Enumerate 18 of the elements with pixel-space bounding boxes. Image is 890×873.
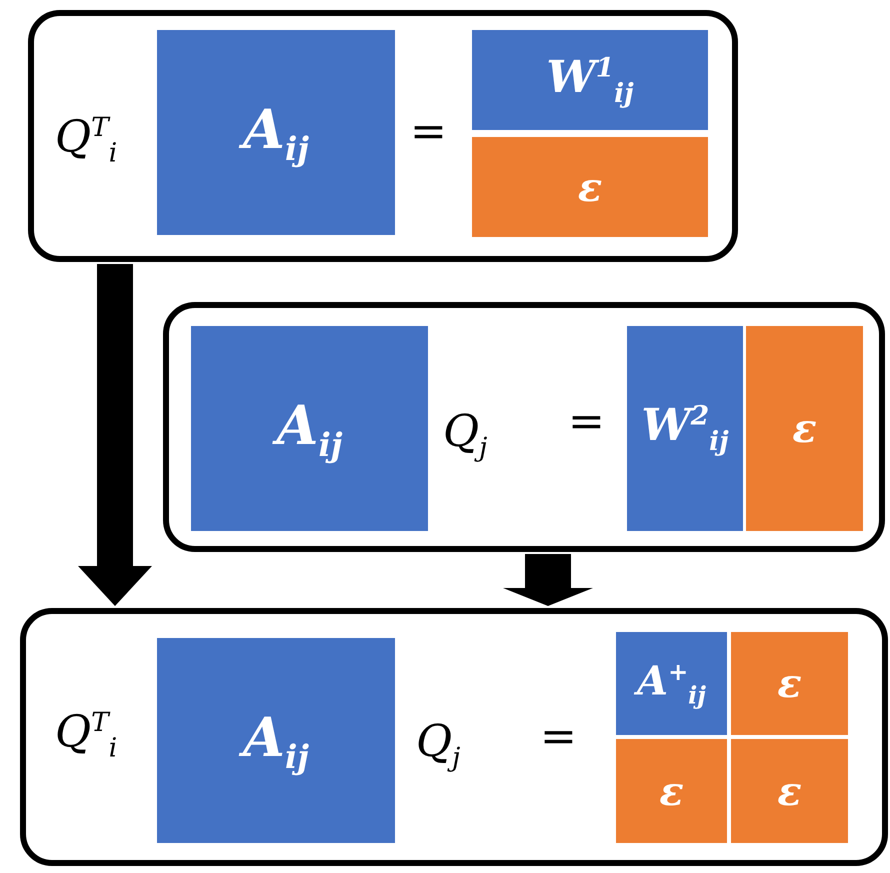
- arrow: [503, 554, 593, 606]
- matrix-block: ε: [616, 739, 727, 843]
- arrow: [78, 264, 152, 606]
- math-symbol: =: [568, 400, 605, 444]
- math-symbol: Q$_{j}$: [416, 720, 460, 772]
- equation-panel: [28, 10, 738, 262]
- matrix-block: A$_{ij}$: [157, 30, 395, 235]
- equation-panel: [163, 302, 885, 552]
- math-symbol: =: [540, 715, 577, 759]
- matrix-block: ε: [472, 137, 708, 237]
- matrix-block: A$_{ij}$: [157, 638, 395, 843]
- matrix-block: A$_{ij}$: [191, 326, 428, 531]
- matrix-block: ε: [731, 739, 848, 843]
- matrix-block: ε: [731, 632, 848, 735]
- equation-panel: [20, 608, 888, 866]
- matrix-block: ε: [746, 326, 863, 531]
- math-symbol: Q$_{j}$: [443, 410, 488, 462]
- math-symbol: =: [410, 110, 447, 154]
